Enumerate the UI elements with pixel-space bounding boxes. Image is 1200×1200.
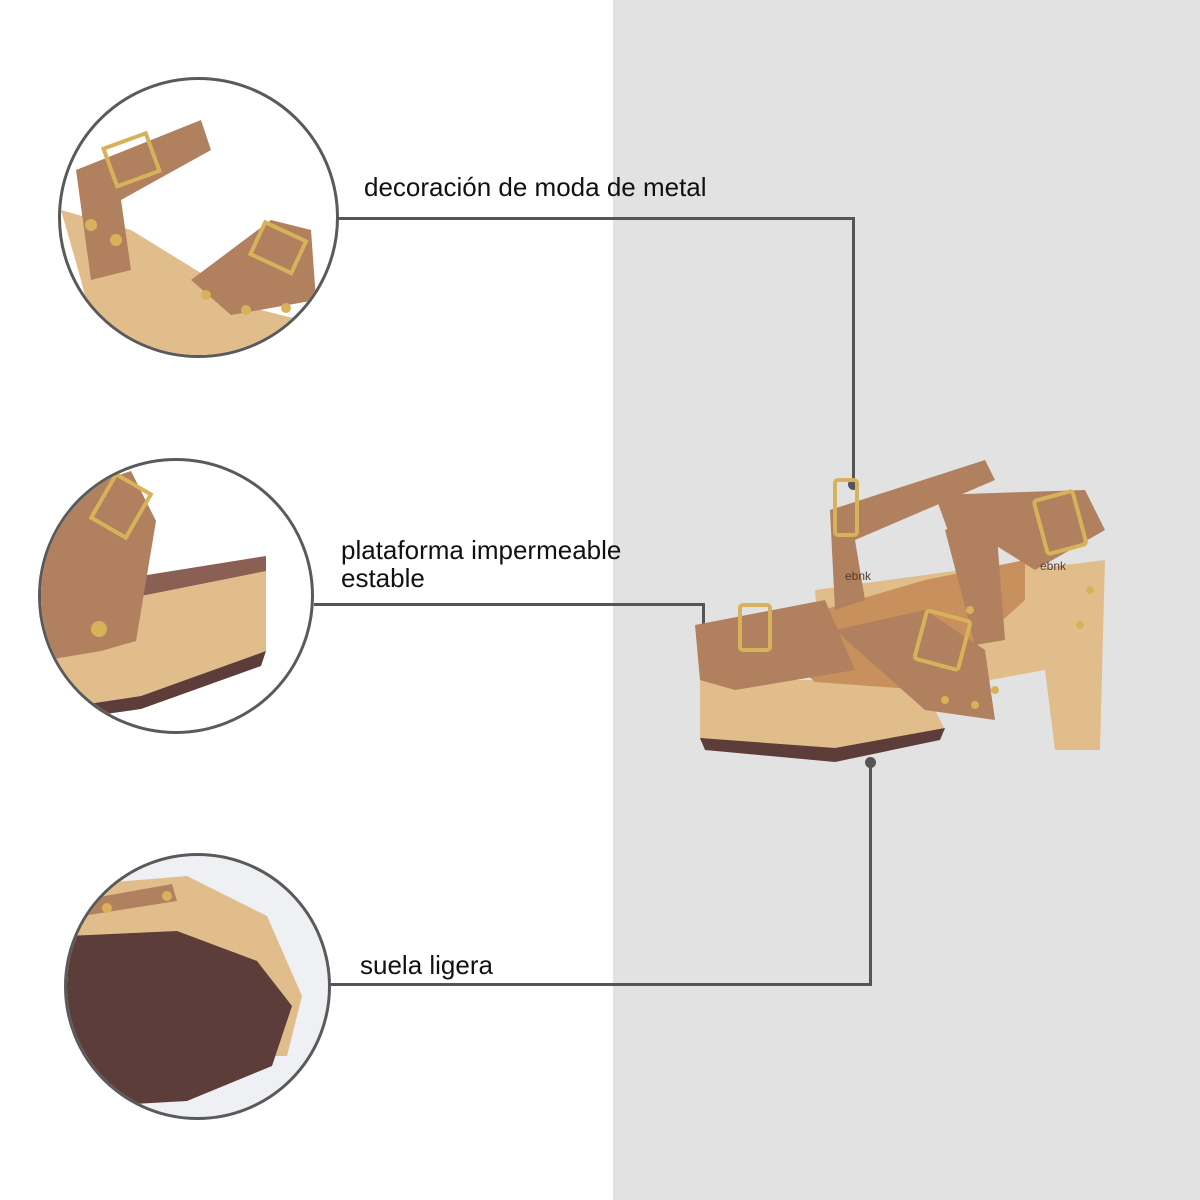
connector-dot-3 (865, 757, 876, 768)
feature-label-metal-decoration: decoración de moda de metal (364, 172, 707, 202)
feature-label-light-sole: suela ligera (360, 950, 493, 980)
feature-label-platform-line1: plataforma impermeable (341, 535, 622, 565)
connector-line-3-horizontal (331, 983, 872, 986)
connector-line-2-horizontal (314, 603, 705, 606)
sandal-product-image: ebnk ebnk (695, 450, 1115, 770)
sole-closeup-image (64, 853, 331, 1120)
connector-line-3-vertical (869, 762, 872, 986)
buckle-closeup-image (58, 77, 339, 358)
feature-label-platform-line2: estable (341, 563, 425, 593)
brand-mark: ebnk (845, 569, 872, 583)
platform-closeup-image (38, 458, 314, 734)
connector-dot-1 (848, 479, 859, 490)
connector-line-1-vertical (852, 217, 855, 483)
connector-line-1-horizontal (336, 217, 855, 220)
brand-mark-2: ebnk (1040, 559, 1067, 573)
